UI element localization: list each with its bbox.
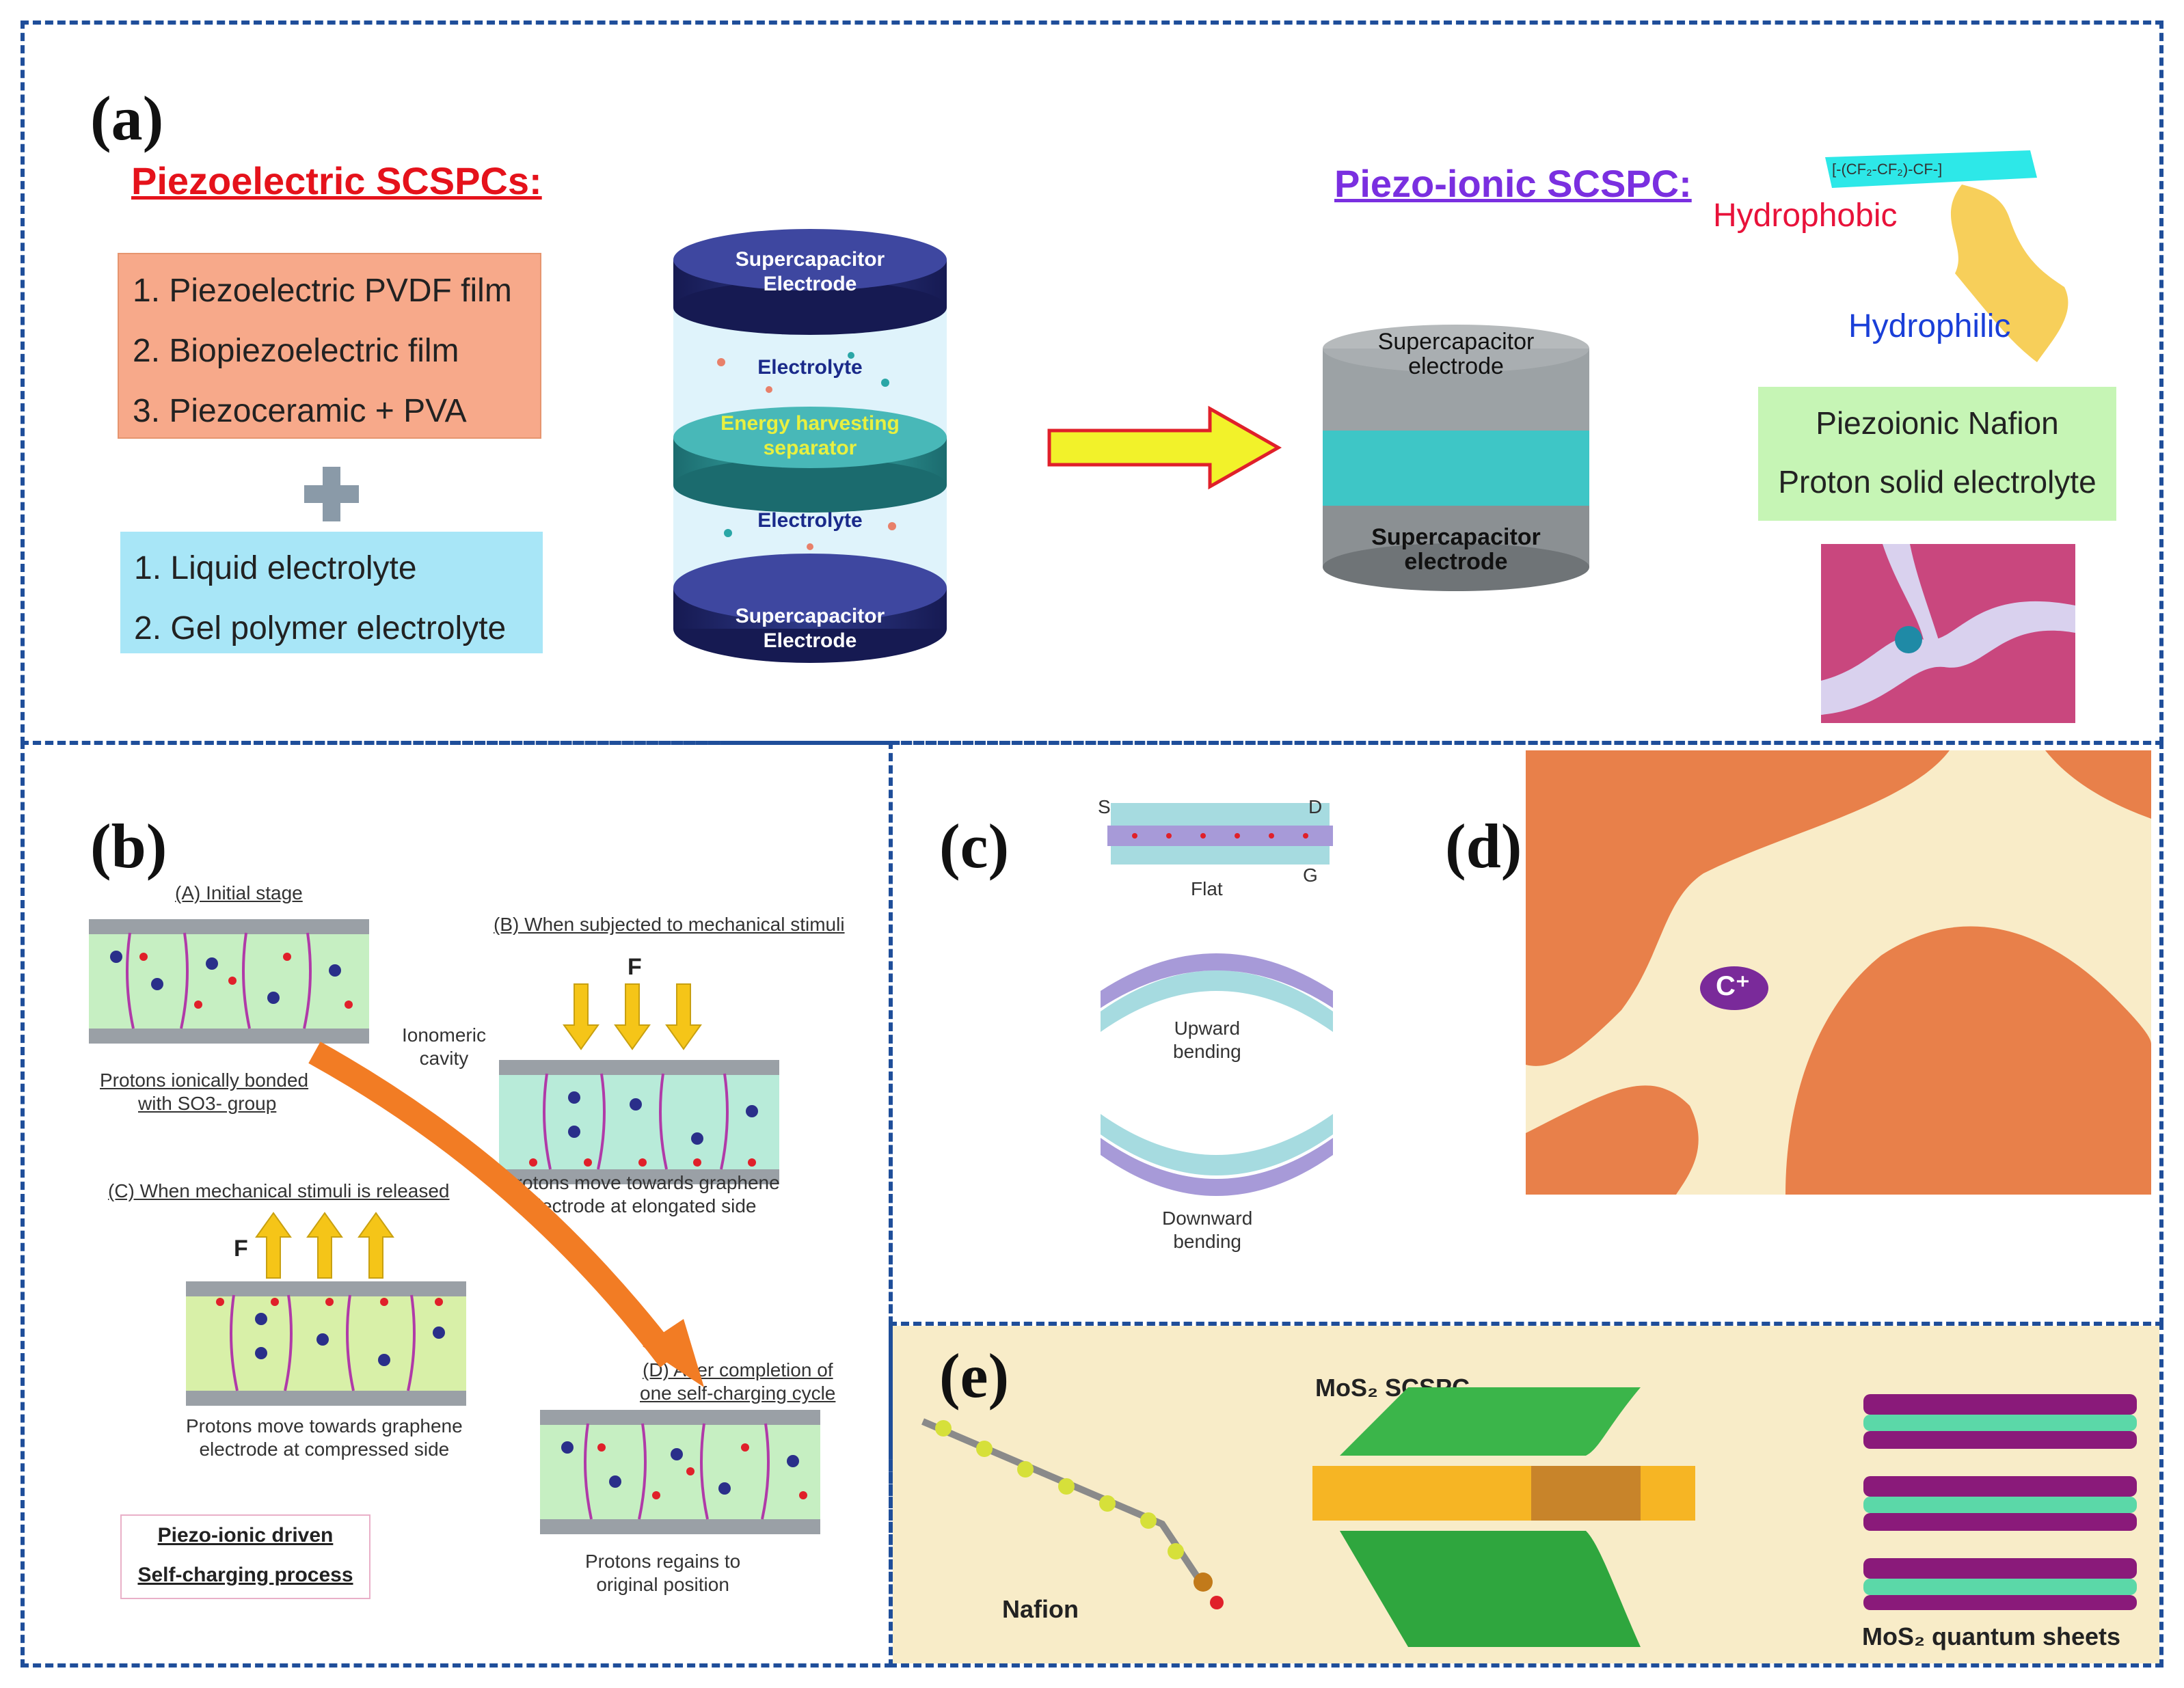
panel-e-label: (e) (939, 1341, 1010, 1411)
cyl1-bottom-electrode: Supercapacitor Electrode (735, 605, 885, 652)
nafion-line-2: Proton solid electrolyte (1778, 464, 2097, 500)
stage-d-title-2: one self-charging cycle (640, 1383, 836, 1404)
panel-a-label: (a) (90, 83, 164, 153)
flat-label: Flat (1191, 878, 1223, 899)
piezoelectric-materials-box: 1. Piezoelectric PVDF film 2. Biopiezoel… (118, 253, 541, 439)
panel-d-label: (d) (1445, 811, 1522, 881)
ionic-channel-diagram (1526, 750, 2151, 1195)
gate-label: G (1303, 865, 1318, 886)
cyl1-electrolyte-2: Electrolyte (757, 509, 863, 532)
nafion-label: Nafion (1002, 1595, 1079, 1623)
cyl1-top-electrode: Supercapacitor Electrode (735, 248, 885, 295)
piezoelectric-title: Piezoelectric SCSPCs: (131, 159, 542, 202)
nafion-line-1: Piezoionic Nafion (1816, 405, 2059, 441)
nafion-box: Piezoionic Nafion Proton solid electroly… (1758, 387, 2116, 521)
caption-d: Protons regains to original position (585, 1551, 741, 1595)
cyl2-bottom-electrode: Supercapacitor electrode (1371, 524, 1541, 575)
orange-item: 2. Biopiezoelectric film (133, 333, 459, 369)
orange-item: 1. Piezoelectric PVDF film (133, 273, 512, 309)
completed-cycle-stack (540, 1410, 820, 1534)
upward-bending-icon (1101, 953, 1333, 1032)
released-stack (186, 1281, 466, 1406)
force-label-b: F (628, 954, 642, 980)
nafion-molecule-icon: [-(CF₂-CF₂)-CF-] (1825, 150, 2068, 362)
legend-line-1: Piezo-ionic driven (157, 1524, 334, 1547)
svg-text:[-(CF₂-CF₂)-CF-]: [-(CF₂-CF₂)-CF-] (1832, 161, 1942, 178)
electrolyte-box: 1. Liquid electrolyte 2. Gel polymer ele… (120, 532, 543, 653)
upward-bending-label: Upward bending (1173, 1018, 1241, 1062)
panel-e-border (889, 1322, 2163, 1667)
quantum-sheets-label: MoS₂ quantum sheets (1862, 1622, 2121, 1650)
force-down-arrows-icon (563, 983, 702, 1050)
orange-item: 3. Piezoceramic + PVA (133, 393, 467, 429)
mechanical-stimuli-stack (499, 1060, 779, 1184)
hydrophobic-label: Hydrophobic (1713, 198, 1898, 234)
drain-label: D (1308, 796, 1323, 817)
caption-b: Protons move towards graphene electrode … (503, 1172, 780, 1216)
downward-bending-icon (1101, 1114, 1333, 1196)
nafion-channel-icon (1821, 544, 2075, 723)
force-up-arrows-icon (255, 1212, 394, 1279)
blue-item: 2. Gel polymer electrolyte (134, 610, 507, 646)
piezoionic-supercapacitor-diagram (1323, 325, 1589, 591)
flat-device-icon (1107, 803, 1333, 865)
source-label: S (1098, 796, 1111, 817)
layered-supercapacitor-diagram (673, 229, 947, 663)
legend-box: Piezo-ionic driven Self-charging process (120, 1514, 370, 1599)
initial-stage-stack (89, 919, 369, 1044)
mos2-quantum-sheets-icon (1863, 1394, 2137, 1610)
piezoionic-title: Piezo-ionic SCSPC: (1334, 162, 1692, 205)
panel-b-label: (b) (90, 811, 167, 881)
blue-item: 1. Liquid electrolyte (134, 550, 417, 586)
caption-c: Protons move towards graphene electrode … (186, 1415, 463, 1460)
legend-line-2: Self-charging process (137, 1564, 353, 1586)
stage-b-title: (B) When subjected to mechanical stimuli (494, 914, 845, 935)
cyl1-electrolyte-1: Electrolyte (757, 356, 863, 379)
cation-label: C⁺ (1716, 971, 1750, 1001)
stage-a-title: (A) Initial stage (175, 882, 303, 903)
cycle-arrow-icon (308, 1042, 704, 1387)
stage-c-title: (C) When mechanical stimuli is released (108, 1180, 450, 1201)
protons-bonded-2: with SO3- group (138, 1093, 277, 1114)
hydrophilic-label: Hydrophilic (1848, 308, 2011, 344)
ionomeric-cavity-label: Ionomeric cavity (402, 1024, 486, 1069)
plus-icon (304, 467, 359, 521)
protons-bonded-1: Protons ionically bonded (100, 1070, 309, 1091)
nafion-chain-icon (921, 1418, 1224, 1609)
right-arrow-icon (1047, 405, 1282, 490)
panel-c-label: (c) (939, 811, 1010, 881)
mos2-scspc-device (1312, 1387, 1695, 1647)
force-label-c: F (234, 1236, 248, 1262)
downward-bending-label: Downward bending (1162, 1208, 1253, 1252)
cyl2-top-electrode: Supercapacitor electrode (1377, 329, 1535, 379)
cyl1-separator: Energy harvesting separator (720, 412, 900, 459)
